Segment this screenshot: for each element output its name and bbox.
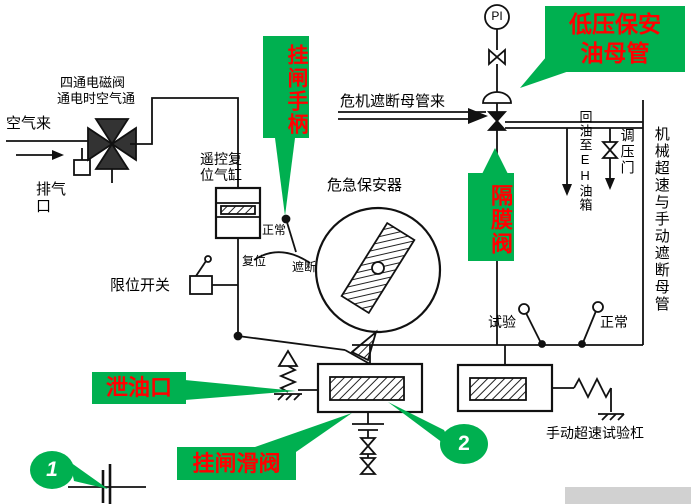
callout-oil-drain: 泄油口 — [92, 372, 186, 404]
label-four-way-solenoid: 四通电磁阀 — [60, 75, 126, 90]
exhaust-port-symbol — [73, 148, 113, 183]
test-lever-symbol — [518, 303, 546, 348]
arrow-diaphragm-valve — [482, 148, 508, 174]
label-pi-gauge: PI — [491, 9, 503, 23]
normal-lever-symbol — [578, 301, 604, 348]
label-handle-trip: 遮断 — [292, 260, 317, 274]
four-way-solenoid-valve — [87, 118, 137, 170]
label-test: 试验 — [488, 314, 516, 330]
label-manual-test-lever: 手动超速试验杠 — [546, 425, 644, 441]
label-return-oil: 回油至EH油箱 — [577, 110, 593, 212]
callout-marker-2: 2 — [440, 424, 488, 464]
label-exhaust-port: 排气口 — [36, 181, 67, 215]
label-remote-reset-cylinder: 遥控复位气缸 — [200, 151, 242, 183]
air-inlet-pipe — [6, 140, 88, 160]
reset-lever-and-spring — [233, 331, 346, 401]
callout-lp-oil-header: 低压保安 油母管 — [545, 6, 685, 72]
label-energized-air: 通电时空气通 — [57, 91, 136, 106]
callout-lp-oil-header-line2: 油母管 — [580, 40, 650, 66]
label-handle-reset: 复位 — [242, 254, 267, 268]
label-limit-switch: 限位开关 — [110, 277, 171, 294]
callout-latch-handle: 挂闸手柄 — [263, 36, 309, 138]
label-pressure-regulator: 调压门 — [619, 128, 636, 176]
arrow-latch-handle — [275, 138, 295, 216]
arrow-oil-drain — [185, 380, 296, 400]
manual-test-valve-symbol — [456, 345, 625, 421]
callout-diaphragm-valve: 隔膜阀 — [468, 173, 514, 261]
arrow-marker-1 — [70, 462, 108, 489]
label-right-header: 机械超速与手动遮断母管 — [652, 126, 670, 313]
watermark — [565, 487, 691, 504]
arrow-marker-2 — [388, 402, 455, 452]
label-crisis-trip-header: 危机遮断母管来 — [340, 93, 446, 110]
latch-handle-symbol — [253, 214, 311, 264]
callout-latch-slide-valve: 挂闸滑阀 — [177, 447, 296, 480]
label-air-inlet: 空气来 — [6, 115, 52, 132]
callout-marker-1: 1 — [30, 451, 74, 489]
emergency-governor-symbol — [314, 206, 442, 365]
latch-slide-valve-symbol — [298, 345, 424, 475]
callout-lp-oil-header-line1: 低压保安 — [569, 11, 661, 38]
crisis-trip-pipe — [338, 108, 488, 124]
air-pipe-to-cylinder — [130, 97, 239, 188]
label-normal: 正常 — [600, 314, 628, 330]
label-handle-normal: 正常 — [262, 223, 287, 237]
limit-switch-symbol — [189, 255, 238, 295]
pi-gauge-symbol — [484, 4, 510, 92]
return-oil-pipes — [505, 121, 643, 196]
label-emergency-governor: 危急保安器 — [327, 177, 403, 194]
remote-reset-cylinder-symbol — [214, 186, 262, 334]
